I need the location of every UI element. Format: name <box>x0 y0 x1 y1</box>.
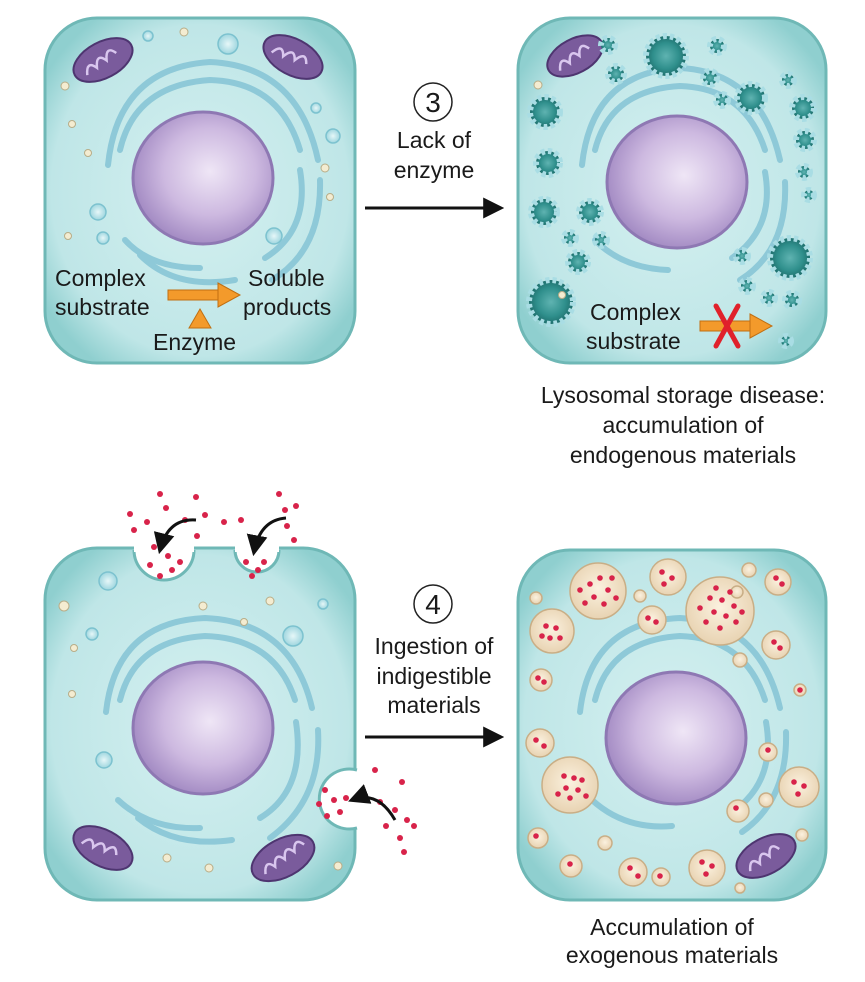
step-number-circle <box>413 584 453 624</box>
top-caption: Lysosomal storage disease: accumulation … <box>541 382 825 468</box>
step-3-label-line-1: Lack of <box>397 127 472 153</box>
step-3-label-line-2: enzyme <box>394 157 475 183</box>
enzyme-label: Enzyme <box>153 329 236 355</box>
nucleus <box>131 660 275 796</box>
nucleus <box>604 670 748 806</box>
exogenous-accumulation-cell <box>516 548 828 902</box>
swollen-lysosomes <box>526 33 817 349</box>
soluble-products-label-2: products <box>243 294 331 320</box>
step-4-transition: 4 Ingestion of indigestible materials <box>365 584 505 748</box>
complex-substrate-label: Complex <box>55 265 146 291</box>
caption-line-3: endogenous materials <box>570 442 796 468</box>
step-4-label-line-1: Ingestion of <box>375 633 495 659</box>
lysosomal-storage-cell: Complex substrate <box>516 16 828 365</box>
caption-line-2: exogenous materials <box>566 942 778 968</box>
reaction-arrow-icon <box>167 282 242 308</box>
step-3-transition: 3 Lack of enzyme <box>365 82 505 219</box>
vesicles <box>58 571 343 873</box>
blocked-cross-icon <box>713 303 741 349</box>
endoplasmic-reticulum <box>103 614 322 845</box>
ingestion-arrows <box>153 516 397 821</box>
ingesting-cell <box>43 544 362 902</box>
disease-substrate-label: Complex <box>590 299 681 325</box>
accumulated-particles <box>533 569 807 879</box>
indigestible-particles <box>127 491 417 855</box>
bottom-caption: Accumulation of exogenous materials <box>566 914 778 968</box>
complex-substrate-label-2: substrate <box>55 294 150 320</box>
enzyme-triangle-icon <box>188 308 212 329</box>
disease-substrate-label-2: substrate <box>586 328 681 354</box>
soluble-products-label: Soluble <box>248 265 325 291</box>
step-4-label-line-3: materials <box>387 692 480 718</box>
normal-cell: Complex substrate Soluble products Enzym… <box>43 16 357 365</box>
vesicles <box>60 27 341 245</box>
nucleus <box>131 110 275 246</box>
step-number: 3 <box>425 87 441 118</box>
caption-line-2: accumulation of <box>602 412 764 438</box>
step-number-circle <box>413 82 453 122</box>
step-4-label-line-2: indigestible <box>376 663 491 689</box>
nucleus <box>605 114 749 250</box>
mitochondrion <box>735 833 797 879</box>
mitochondrion <box>72 825 134 871</box>
caption-line-1: Lysosomal storage disease: <box>541 382 825 408</box>
endoplasmic-reticulum <box>105 58 324 286</box>
caption-line-1: Accumulation of <box>590 914 754 940</box>
mitochondrion <box>250 833 316 883</box>
mitochondrion <box>72 37 134 83</box>
mitochondrion <box>262 34 324 80</box>
step-number: 4 <box>425 589 441 620</box>
